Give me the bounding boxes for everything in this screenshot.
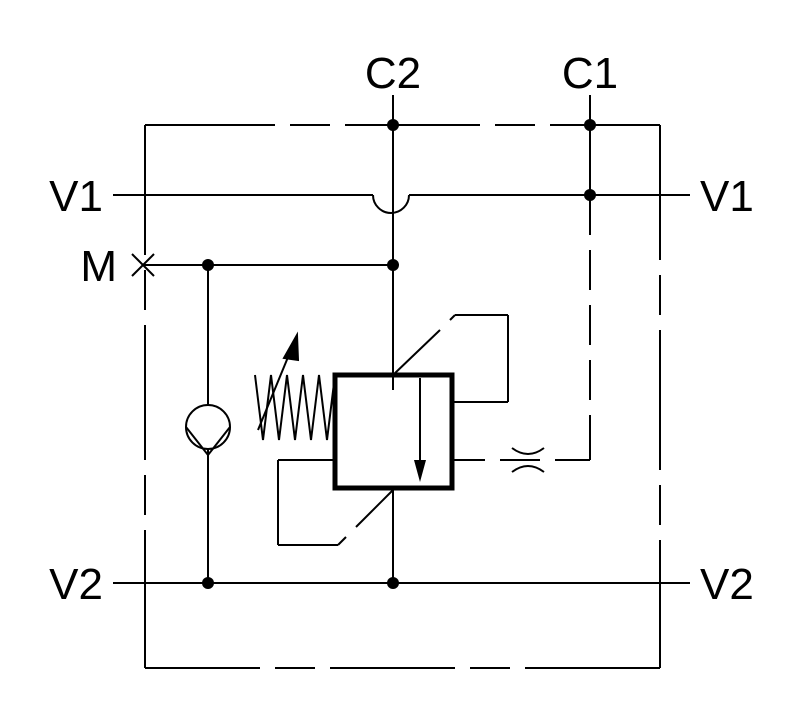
pilot-line-lower (277, 459, 394, 546)
junction-dot (202, 577, 214, 589)
port-label-c2: C2 (365, 49, 421, 98)
junction-dots (202, 119, 596, 589)
v1-line (113, 194, 690, 214)
port-label-v2-right: V2 (700, 560, 754, 609)
orifice-symbol (511, 447, 545, 473)
junction-dot (387, 119, 399, 131)
port-label-v1-left: V1 (49, 172, 103, 221)
port-label-m: M (80, 242, 117, 291)
junction-dot (584, 189, 596, 201)
port-label-c1: C1 (562, 49, 618, 98)
check-valve (185, 265, 231, 583)
junction-dot (202, 259, 214, 271)
junction-dot (387, 259, 399, 271)
junction-dot (584, 119, 596, 131)
pilot-line-dashed (452, 195, 591, 461)
pilot-line-upper (392, 314, 509, 403)
valve-spool (332, 372, 455, 491)
adjustable-spring-icon (254, 331, 336, 441)
port-label-v2-left: V2 (49, 560, 103, 609)
junction-dot (387, 577, 399, 589)
block-boundary (144, 124, 661, 669)
port-label-v1-right: V1 (700, 172, 754, 221)
m-port-plug-icon (131, 253, 155, 277)
